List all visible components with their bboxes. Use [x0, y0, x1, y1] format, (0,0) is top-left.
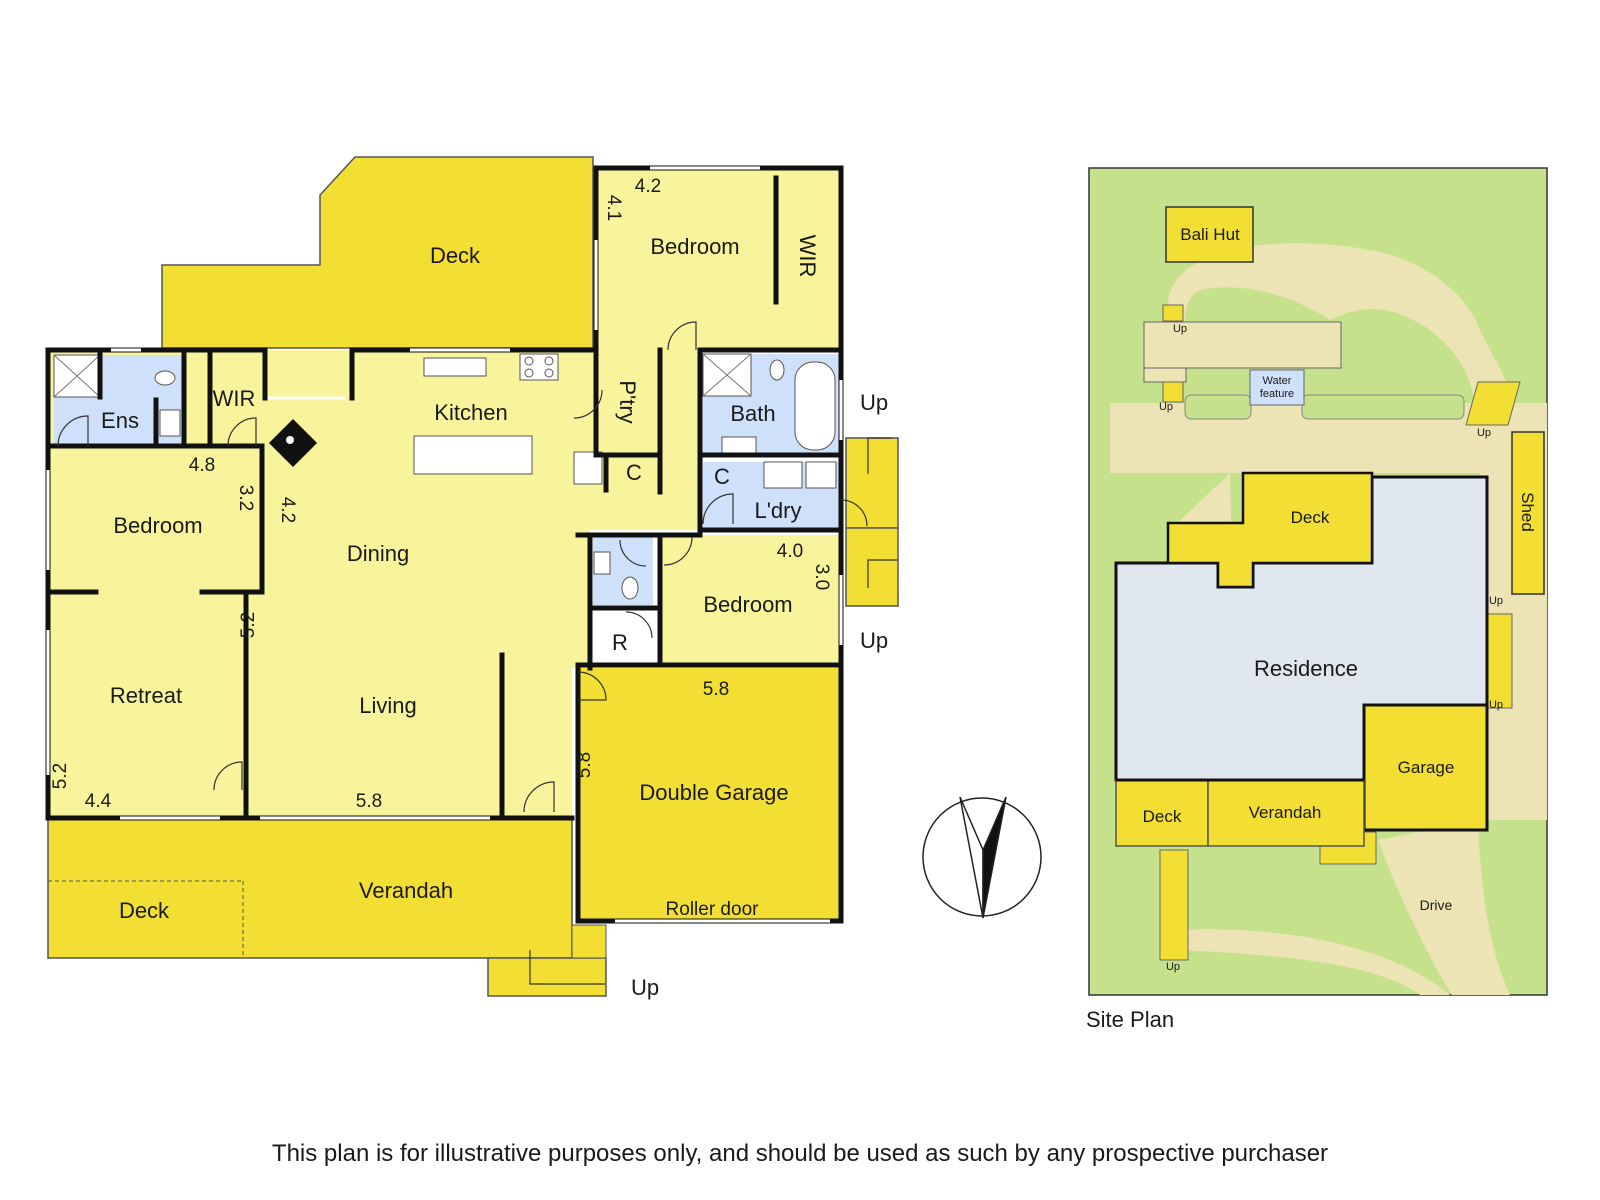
label-verandah: Verandah — [359, 878, 453, 903]
toilet-powder — [621, 576, 639, 600]
garage-fill — [578, 668, 840, 921]
label-retreat: Retreat — [110, 683, 182, 708]
water-feature — [1249, 369, 1305, 406]
basin-ens — [159, 409, 181, 437]
basin-powder — [593, 551, 611, 575]
site-label-bali-hut: Bali Hut — [1180, 225, 1240, 244]
site-label-garage: Garage — [1398, 758, 1455, 777]
site-plan-title: Site Plan — [1086, 1007, 1174, 1032]
site-steps — [1159, 304, 1521, 961]
label-up-1: Up — [860, 390, 888, 415]
dim-living-w: 5.8 — [356, 791, 382, 812]
dim-garage-h: 5.8 — [574, 752, 595, 778]
up-arrows — [529, 437, 898, 985]
label-bedroom-top: Bedroom — [650, 234, 739, 259]
upper-deck-lower — [1143, 367, 1187, 383]
site-up-4: Up — [1489, 595, 1503, 607]
site-garage — [1362, 703, 1489, 832]
site-plan: Bali Hut Water feature Deck Shed Residen… — [1086, 167, 1548, 1032]
label-bath: Bath — [730, 401, 775, 426]
bali-hut — [1165, 206, 1254, 263]
label-wir-left: WIR — [213, 386, 256, 411]
site-label-residence: Residence — [1254, 656, 1358, 681]
bottom-step — [487, 957, 607, 997]
path-bottom — [1180, 929, 1450, 995]
door-swings — [57, 321, 868, 813]
site-label-water-2: feature — [1260, 388, 1294, 400]
site-label-drive: Drive — [1420, 897, 1453, 913]
dim-garage-w: 5.8 — [703, 679, 729, 700]
site-label-shed: Shed — [1518, 492, 1537, 532]
disclaimer: This plan is for illustrative purposes o… — [271, 1140, 1329, 1167]
dim-bed-top-w: 4.2 — [635, 176, 661, 197]
dim-bed-left-h: 3.2 — [235, 485, 256, 511]
cooktop — [519, 353, 559, 381]
label-deck-bottom: Deck — [119, 898, 170, 923]
site-up-2: Up — [1159, 401, 1173, 413]
label-bedroom-right: Bedroom — [703, 592, 792, 617]
label-pantry: P'try — [615, 380, 640, 423]
bedroom-top-fill — [596, 168, 841, 350]
dim-retreat-h: 5.2 — [50, 763, 71, 789]
shed — [1511, 431, 1545, 595]
dim-dining-h: 4.2 — [277, 497, 298, 523]
label-living: Living — [359, 693, 416, 718]
verandah-area — [47, 817, 573, 959]
path-loop — [1168, 243, 1515, 405]
label-r: R — [612, 630, 628, 655]
compass-icon — [922, 796, 1042, 919]
site-up-1: Up — [1173, 323, 1187, 335]
washer — [805, 461, 837, 489]
garden-bed-2 — [1301, 394, 1465, 420]
label-kitchen: Kitchen — [434, 400, 507, 425]
label-laundry: L'dry — [755, 498, 802, 523]
right-steps-top — [845, 437, 899, 529]
site-up-6: Up — [1166, 961, 1180, 973]
house-interior — [48, 350, 700, 818]
garden-bed-1 — [1184, 394, 1252, 420]
dim-bed-top-h: 4.1 — [603, 195, 624, 221]
site-up-5: Up — [1489, 699, 1503, 711]
kitchen-island — [413, 435, 533, 475]
garage-step — [571, 924, 607, 959]
label-wir-top: WIR — [795, 235, 820, 278]
label-bedroom-left: Bedroom — [113, 513, 202, 538]
driveway — [1378, 820, 1510, 995]
label-dining: Dining — [347, 541, 409, 566]
site-label-verandah: Verandah — [1249, 803, 1322, 822]
site-label-deck-bottom: Deck — [1143, 807, 1182, 826]
fireplace — [268, 418, 318, 468]
label-c2: C — [714, 464, 730, 489]
label-deck-top: Deck — [430, 243, 481, 268]
toilet-ens — [154, 370, 176, 386]
kitchen-sink — [423, 357, 487, 377]
dim-living-h: 5.2 — [238, 612, 259, 638]
site-deck-top — [1166, 471, 1374, 589]
site-verandah — [1207, 779, 1365, 847]
dim-bed-left-w: 4.8 — [189, 455, 215, 476]
bathtub — [794, 361, 836, 451]
deck-top-area — [161, 156, 594, 349]
floor-plan: Deck Bedroom WIR Ens WIR Kitchen P'try B… — [45, 156, 899, 1000]
label-up-2: Up — [860, 628, 888, 653]
bedroom-right-fill — [660, 535, 841, 665]
site-label-deck-top: Deck — [1291, 508, 1330, 527]
site-up-3: Up — [1477, 427, 1491, 439]
site-label-water-1: Water — [1263, 375, 1292, 387]
dim-bed-right-w: 4.0 — [777, 541, 803, 562]
label-roller-door: Roller door — [666, 899, 760, 920]
toilet-bath — [769, 359, 785, 381]
right-steps-bottom — [845, 527, 899, 607]
basin-bath — [721, 436, 757, 454]
dim-retreat-w: 4.4 — [85, 791, 112, 812]
windows — [46, 166, 843, 923]
upper-deck — [1143, 321, 1342, 369]
label-up-3: Up — [631, 975, 659, 1000]
dim-bed-right-h: 3.0 — [811, 564, 832, 590]
label-ens: Ens — [101, 408, 139, 433]
label-double-garage: Double Garage — [639, 780, 788, 805]
laundry-tub — [763, 461, 803, 489]
label-c1: C — [626, 460, 642, 485]
